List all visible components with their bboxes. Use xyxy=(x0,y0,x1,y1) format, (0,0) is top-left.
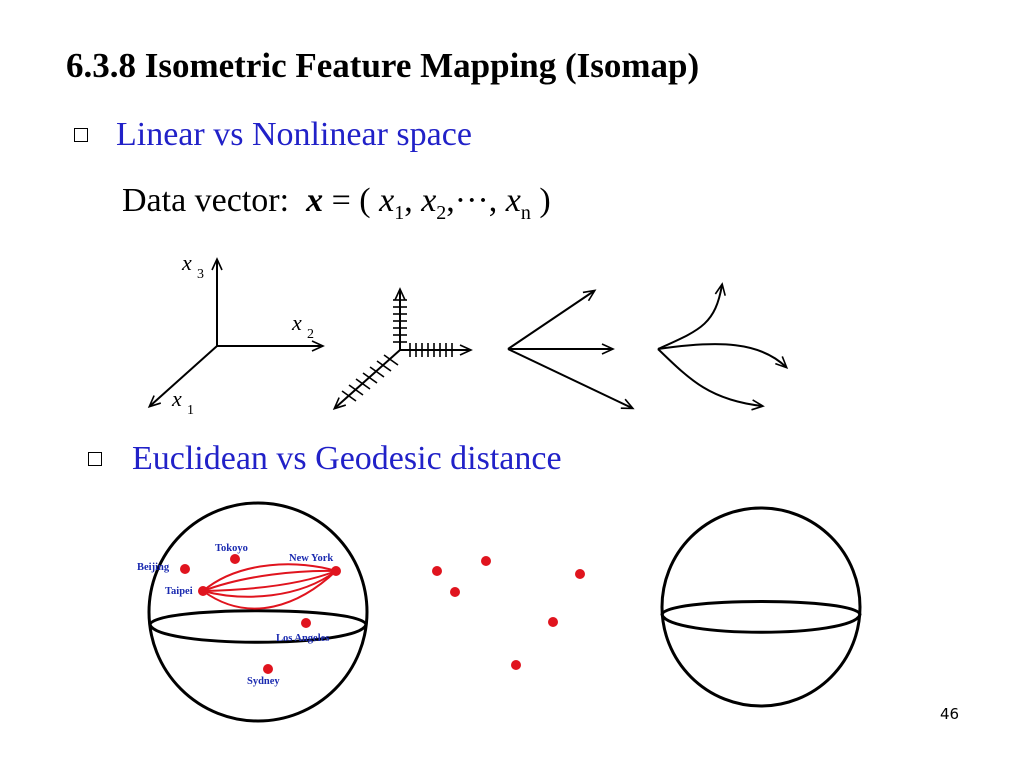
component-sub: 2 xyxy=(436,202,447,224)
data-vector-prefix: Data vector: xyxy=(122,182,290,219)
city-dot-sydney xyxy=(263,664,273,674)
component-var: x xyxy=(505,182,521,219)
geodesic-routes xyxy=(202,563,337,610)
bullet-box-icon xyxy=(88,452,102,466)
city-label-tokoyo: Tokoyo xyxy=(215,543,248,554)
axis-label-x3: x xyxy=(181,250,192,275)
component-sub: 1 xyxy=(394,202,405,224)
bullet-text: Euclidean vs Geodesic distance xyxy=(132,440,562,477)
component-sub: n xyxy=(520,202,531,224)
plain-sphere-diagram xyxy=(660,506,862,708)
city-label-sydney: Sydney xyxy=(247,676,280,687)
axis-x1-arrow xyxy=(147,345,218,408)
ellipsis: ··· xyxy=(454,182,489,219)
city-label-new-york: New York xyxy=(289,553,333,564)
city-dot-new-york xyxy=(331,566,341,576)
equals-sign: = xyxy=(331,182,351,219)
city-dot-taipei xyxy=(198,586,208,596)
data-vector-formula: Data vector: x = ( x1, x2,···, xn ) xyxy=(122,182,551,224)
axis-label-x1-sub: 1 xyxy=(187,403,194,418)
bullet-text: Linear vs Nonlinear space xyxy=(116,116,472,153)
scattered-points xyxy=(432,556,585,670)
city-dot-tokoyo xyxy=(230,554,240,564)
bullet-box-icon xyxy=(74,128,88,142)
slide-title: 6.3.8 Isometric Feature Mapping (Isomap) xyxy=(66,46,700,85)
axis-label-x1: x xyxy=(171,386,182,411)
vector-symbol: x xyxy=(306,182,324,219)
city-dot-beijing xyxy=(180,564,190,574)
component-var: x xyxy=(379,182,395,219)
axis-label-x2: x xyxy=(291,310,302,335)
axes-3d-diagram xyxy=(147,257,325,408)
nonlinear-curves-diagram xyxy=(657,282,789,411)
axis-label-x3-sub: 3 xyxy=(197,267,204,282)
axis-label-x2-sub: 2 xyxy=(307,327,314,342)
city-label-beijing: Beijing xyxy=(137,562,170,573)
discrete-axes-diagram xyxy=(332,287,473,410)
linear-vectors-diagram xyxy=(507,289,635,410)
component-var: x xyxy=(421,182,437,219)
city-dot-los-angeles xyxy=(301,618,311,628)
bullet-linear-vs-nonlinear: Linear vs Nonlinear space xyxy=(74,116,472,154)
bullet-euclidean-vs-geodesic: Euclidean vs Geodesic distance xyxy=(88,440,562,478)
globe-cities-diagram: Tokoyo Beijing New York Taipei Los Angel… xyxy=(137,501,369,723)
city-label-taipei: Taipei xyxy=(165,586,193,597)
city-label-los-angeles: Los Angeles xyxy=(276,633,329,644)
page-number: 46 xyxy=(940,705,960,723)
